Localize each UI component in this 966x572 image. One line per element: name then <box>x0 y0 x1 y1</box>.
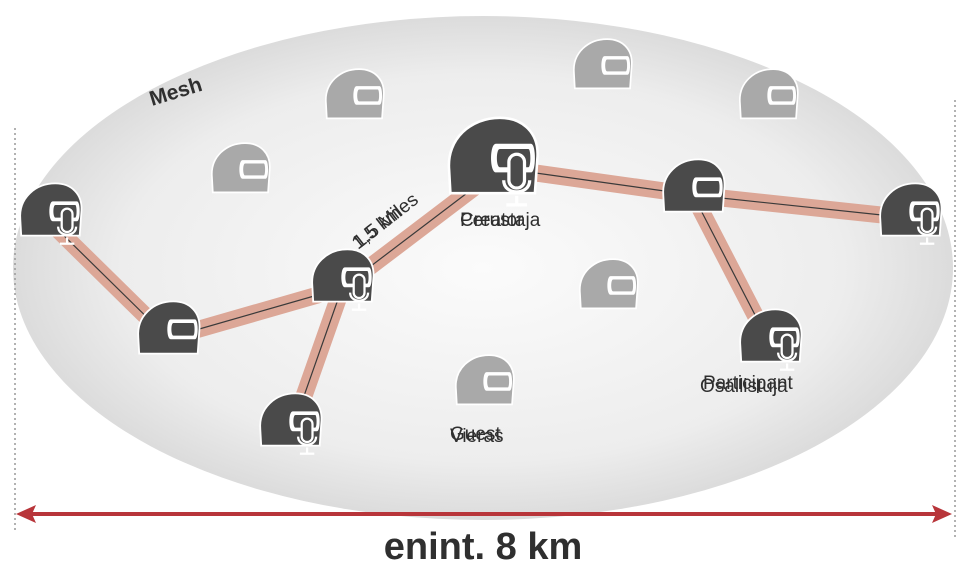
guest-helmet-icon <box>738 68 799 120</box>
participant-label-fi: Osallistuja <box>700 376 788 397</box>
guest-helmet-icon <box>210 142 271 194</box>
guest-label-fi: Vieras <box>450 426 504 447</box>
guest-helmet-icon <box>454 354 515 406</box>
active-helmets <box>19 116 943 455</box>
guest-helmets <box>210 38 799 406</box>
participant-label-en: Participant <box>703 373 793 394</box>
helmet-with-mic-icon <box>19 182 83 245</box>
creator-label-en: Creator <box>460 210 524 231</box>
helmet-with-mic-icon <box>311 248 375 311</box>
participant-helmet-with-mic-icon <box>739 308 803 371</box>
guest-helmet-icon <box>578 258 639 310</box>
link-f <box>684 186 919 227</box>
creator-helmet-with-mic-icon <box>447 116 539 207</box>
helmet-with-mic-icon <box>259 392 323 455</box>
double-headed-arrow-icon <box>16 505 952 523</box>
helmet-icon <box>662 158 726 213</box>
helmet-icon <box>137 300 201 355</box>
mesh-cloud <box>13 16 953 520</box>
guest-helmet-icon <box>324 68 385 120</box>
guest-helmet-icon <box>572 38 633 90</box>
total-distance-label: enint. 8 km <box>383 526 583 568</box>
helmet-with-mic-icon <box>879 182 943 245</box>
creator-label-fi: Perustaja <box>460 210 541 231</box>
guest-label-en: Guest <box>450 424 501 445</box>
